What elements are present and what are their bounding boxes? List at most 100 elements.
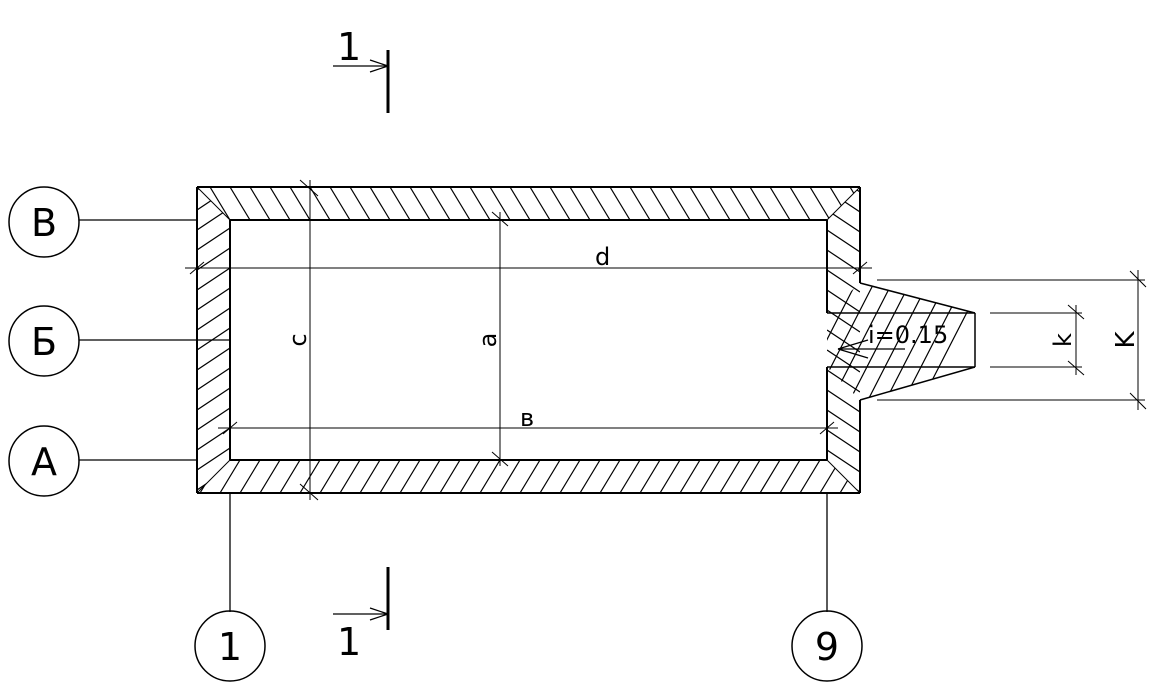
hatch-line: [419, 460, 441, 493]
hatch-line: [827, 389, 860, 413]
hatch-line: [197, 287, 230, 311]
hatch-line: [197, 447, 230, 471]
hatch-line: [279, 460, 301, 493]
hatch-line: [799, 460, 821, 493]
axis-row-b-label: Б: [31, 320, 57, 364]
hatch-line: [867, 283, 929, 400]
hatch-line: [849, 283, 911, 400]
hatch-line: [429, 187, 451, 220]
hatch-line: [219, 460, 241, 493]
hatch-line: [479, 460, 501, 493]
hatch-line: [289, 187, 311, 220]
dim-c-label: c: [284, 333, 312, 346]
axis-row-v: В: [8, 186, 197, 258]
hatch-line: [827, 409, 860, 433]
hatch-line: [197, 307, 230, 331]
hatch-line: [319, 460, 341, 493]
hatch-line: [827, 429, 860, 453]
hatch-left: [197, 148, 230, 491]
hatch-line: [827, 329, 860, 353]
hatch-line: [197, 387, 230, 411]
hatch-line: [197, 148, 230, 170]
hatch-line: [509, 187, 531, 220]
hatch-line: [229, 187, 251, 220]
hatch-line: [609, 187, 631, 220]
axis-row-b: Б: [8, 305, 230, 377]
hatch-line: [239, 460, 261, 493]
hatch-line: [579, 460, 601, 493]
hatch-line: [409, 187, 431, 220]
hatch-line: [197, 407, 230, 431]
hatch-line: [629, 187, 651, 220]
hatch-line: [529, 187, 551, 220]
hatch-line: [827, 369, 860, 393]
hatch-line: [329, 187, 351, 220]
hatch-line: [269, 187, 291, 220]
hatch-line: [379, 460, 401, 493]
hatch-line: [669, 187, 691, 220]
hatch-line: [197, 367, 230, 391]
hatch-line: [369, 187, 391, 220]
hatch-line: [489, 187, 511, 220]
hatch-line: [197, 327, 230, 351]
hatch-line: [199, 460, 221, 493]
hatch-line: [249, 187, 271, 220]
hatch-line: [559, 460, 581, 493]
hatch-line: [569, 187, 591, 220]
hatch-line: [859, 460, 860, 493]
dim-c-line: [299, 179, 319, 501]
hatch-line: [259, 460, 281, 493]
hatch-line: [779, 460, 801, 493]
hatch-line: [739, 460, 761, 493]
hatch-line: [649, 187, 671, 220]
hatch-line: [439, 460, 461, 493]
dim-b-label: в: [520, 404, 534, 432]
hatch-line: [819, 460, 841, 493]
hatch-line: [827, 283, 875, 400]
hatch-line: [519, 460, 541, 493]
hatch-line: [639, 460, 661, 493]
hatch-line: [827, 249, 860, 273]
hatch-line: [759, 460, 781, 493]
hatch-line: [719, 460, 741, 493]
dim-k-small-label: k: [1049, 333, 1077, 347]
hatch-line: [870, 187, 890, 220]
hatch-line: [689, 187, 711, 220]
axis-col-1-label: 1: [218, 625, 242, 669]
hatch-line: [679, 460, 701, 493]
hatch-right: [827, 187, 860, 493]
hatch-line: [197, 247, 230, 271]
hatch-line: [760, 283, 820, 400]
section-mark-top: [333, 50, 390, 113]
hatch-line: [449, 187, 471, 220]
hatch-line: [827, 283, 857, 400]
outlet-outline: [827, 282, 976, 401]
section-mark-bottom: [333, 567, 390, 630]
hatch-line: [599, 460, 621, 493]
hatch-line: [359, 460, 381, 493]
hatch-bottom: [197, 460, 860, 493]
axis-row-a-label: А: [31, 440, 57, 484]
dim-a-label: a: [474, 333, 502, 348]
hatch-line: [197, 427, 230, 451]
hatch-top: [197, 187, 890, 220]
dim-d-label: d: [595, 243, 610, 271]
hatch-line: [827, 209, 860, 233]
axis-col-9-label: 9: [815, 625, 839, 669]
hatch-line: [349, 187, 371, 220]
section-mark-bottom-label: 1: [337, 620, 361, 664]
hatch-line: [749, 187, 771, 220]
hatch-line: [729, 187, 751, 220]
hatch-line: [197, 467, 230, 491]
hatch-line: [549, 187, 571, 220]
axis-col-9: 9: [791, 493, 863, 682]
hatch-line: [827, 189, 860, 213]
hatch-line: [827, 449, 860, 473]
hatch-line: [769, 187, 791, 220]
hatch-line: [619, 460, 641, 493]
hatch-line: [197, 347, 230, 371]
hatch-line: [827, 229, 860, 253]
dim-k-small-line: [990, 304, 1085, 376]
hatch-line: [209, 187, 231, 220]
hatch-line: [699, 460, 721, 493]
